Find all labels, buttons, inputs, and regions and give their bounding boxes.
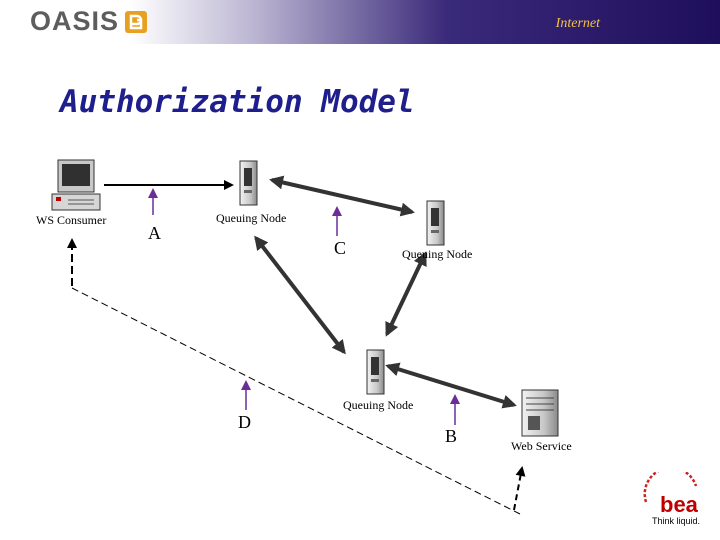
oasis-logo: OASIS	[30, 6, 120, 36]
link-arrow-node1-node2	[269, 175, 415, 217]
header-band	[0, 0, 720, 44]
bea-tagline: Think liquid.	[652, 516, 700, 526]
queuing-node-label: Queuing Node	[402, 247, 473, 261]
server-tower-icon	[239, 160, 258, 206]
ws-consumer-label: WS Consumer	[36, 213, 107, 227]
response-path	[71, 287, 521, 515]
slide-title: Authorization Model	[60, 84, 415, 120]
link-arrow-node1-node3	[254, 235, 346, 355]
marker-c: C	[334, 238, 347, 258]
queuing-node-label: Queuing Node	[216, 211, 287, 225]
server-tower-icon	[366, 349, 385, 395]
marker-a: A	[148, 223, 161, 243]
section-label: Internet	[555, 16, 600, 31]
bea-brand-text: bea	[660, 492, 699, 517]
marker-b: B	[445, 426, 458, 446]
response-arrow-service	[513, 466, 526, 511]
oasis-logo-mark-icon	[125, 11, 147, 33]
server-tower-icon	[426, 200, 445, 246]
desktop-computer-icon	[51, 159, 101, 211]
web-service-label: Web Service	[511, 439, 572, 453]
link-arrow-node2-node3	[385, 251, 427, 337]
server-rack-icon	[521, 389, 559, 437]
bea-logo-icon: bea Think liquid.	[643, 472, 700, 526]
marker-d: D	[238, 412, 251, 432]
link-arrow-node3-service	[385, 362, 517, 409]
queuing-node-label: Queuing Node	[343, 398, 414, 412]
